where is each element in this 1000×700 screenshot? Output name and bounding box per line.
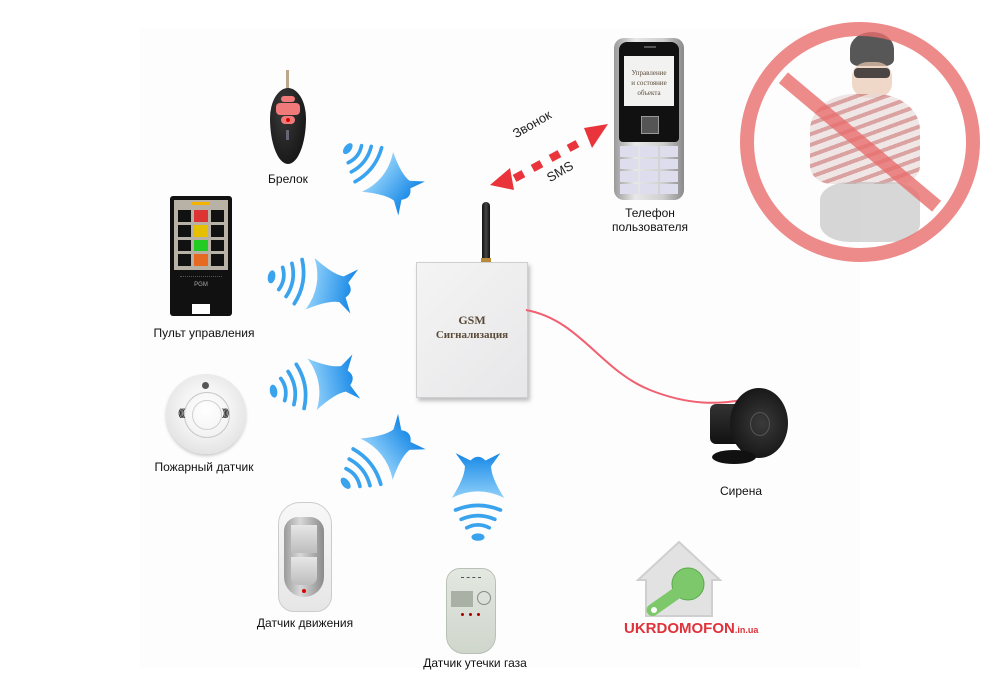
phone-screen: Управление и состояние объекта — [624, 56, 674, 106]
gas-detector-device — [446, 568, 496, 654]
logo-suffix: .in.ua — [734, 625, 759, 635]
smoke-detector-device: (((( )))) — [166, 374, 246, 454]
keyfob-device — [266, 70, 310, 166]
phone-screen-line3: объекта — [637, 89, 661, 97]
logo-brand: UKRDOMOFON — [624, 620, 735, 637]
hub-box: GSM Сигнализация — [416, 262, 528, 398]
keyring-icon — [286, 70, 289, 88]
antenna-icon — [482, 202, 490, 262]
ukrdomofon-logo[interactable]: UKRDOMOFON.in.ua — [624, 540, 774, 640]
phone-screen-line2: и состояние — [631, 79, 667, 87]
gsm-hub: GSM Сигнализация — [416, 200, 528, 398]
hub-label-line2: Сигнализация — [435, 329, 509, 341]
no-thief-sign — [740, 22, 980, 262]
siren-label: Сирена — [719, 484, 763, 498]
user-phone-label-line1: Телефон — [625, 206, 675, 220]
call-sms-arrow — [490, 124, 608, 190]
smoke-detector-label: Пожарный датчик — [154, 460, 254, 474]
siren-device — [700, 384, 790, 474]
keyfob-label: Брелок — [268, 172, 308, 186]
antenna-base — [481, 258, 491, 264]
user-phone-label-line2: пользователя — [612, 220, 688, 234]
phone-screen-line1: Управление — [631, 69, 667, 77]
motion-detector-label: Датчик движения — [256, 616, 354, 630]
double-arrow-icon — [490, 124, 608, 190]
user-phone-device: Управление и состояние объекта — [614, 38, 684, 200]
keypad-pgm-label: PGM — [194, 282, 208, 288]
motion-detector-device — [278, 502, 332, 612]
keyfob-body — [270, 88, 306, 164]
control-panel-label: Пульт управления — [153, 326, 255, 340]
siren-wire — [525, 309, 743, 404]
gas-detector-label: Датчик утечки газа — [423, 656, 527, 670]
hub-label-line1: GSM — [458, 313, 486, 327]
signal-icon-gas-detector — [450, 446, 506, 546]
control-panel-device: PGM — [170, 196, 232, 316]
house-key-icon — [635, 540, 723, 617]
